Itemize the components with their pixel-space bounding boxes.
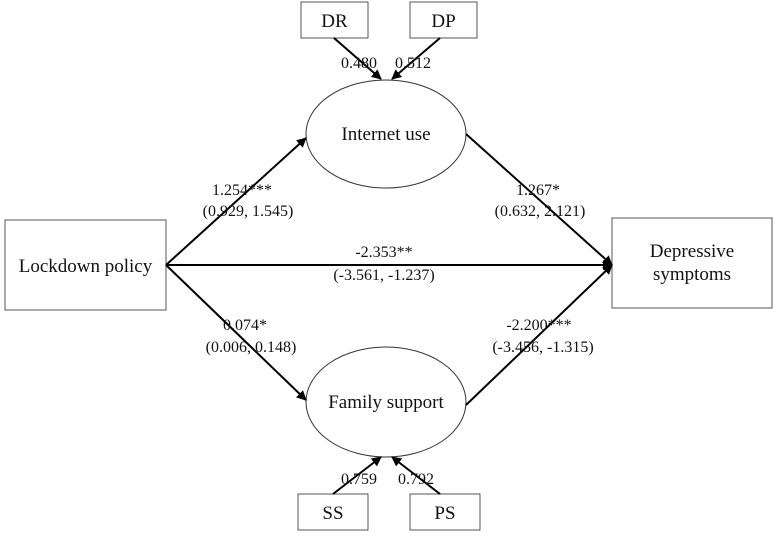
lockdown-internet-coefficient: 1.254*** bbox=[212, 182, 272, 199]
ss-loading-value: 0.759 bbox=[341, 471, 377, 488]
family-support-label: Family support bbox=[328, 392, 444, 413]
lockdown-family-coefficient: 0.074* bbox=[223, 317, 267, 334]
dr-to-internet-arrow bbox=[333, 37, 382, 80]
ss-to-family-arrow bbox=[332, 456, 382, 495]
depressive-symptoms-label-line1: Depressive bbox=[650, 241, 734, 262]
lockdown-to-internet-arrow bbox=[165, 137, 307, 266]
ps-indicator-box bbox=[409, 493, 481, 531]
internet-depressive-coefficient: 1.267* bbox=[516, 182, 560, 199]
family-depressive-ci: (-3.456, -1.315) bbox=[492, 339, 593, 356]
lockdown-policy-box bbox=[4, 219, 167, 311]
lockdown-depressive-ci: (-3.561, -1.237) bbox=[333, 267, 434, 284]
depressive-symptoms-box bbox=[611, 217, 773, 309]
ps-to-family-arrow bbox=[391, 456, 441, 495]
internet-depressive-ci: (0.632, 2.121) bbox=[495, 203, 586, 220]
dr-indicator-label: DR bbox=[321, 11, 348, 32]
dp-indicator-label: DP bbox=[431, 11, 455, 32]
family-support-ellipse bbox=[305, 346, 467, 458]
internet-use-label: Internet use bbox=[341, 124, 430, 145]
ss-indicator-label: SS bbox=[322, 503, 343, 524]
family-depressive-coefficient: -2.200*** bbox=[506, 317, 571, 334]
lockdown-internet-ci: (0.929, 1.545) bbox=[203, 203, 294, 220]
lockdown-to-family-arrow bbox=[165, 264, 307, 401]
depressive-symptoms-label-line2: symptoms bbox=[653, 264, 731, 285]
ps-loading-value: 0.792 bbox=[398, 471, 434, 488]
lockdown-depressive-coefficient: -2.353** bbox=[355, 244, 412, 261]
internet-to-depressive-arrow bbox=[465, 133, 613, 266]
dr-indicator-box bbox=[300, 1, 369, 39]
dr-loading-value: 0.480 bbox=[341, 55, 377, 72]
family-to-depressive-arrow bbox=[465, 264, 613, 406]
dp-indicator-box bbox=[409, 1, 478, 39]
dp-to-internet-arrow bbox=[391, 37, 441, 80]
lockdown-policy-label: Lockdown policy bbox=[19, 256, 153, 277]
dp-loading-value: 0.512 bbox=[395, 55, 431, 72]
lockdown-family-ci: (0.006, 0.148) bbox=[206, 339, 297, 356]
ps-indicator-label: PS bbox=[434, 503, 455, 524]
